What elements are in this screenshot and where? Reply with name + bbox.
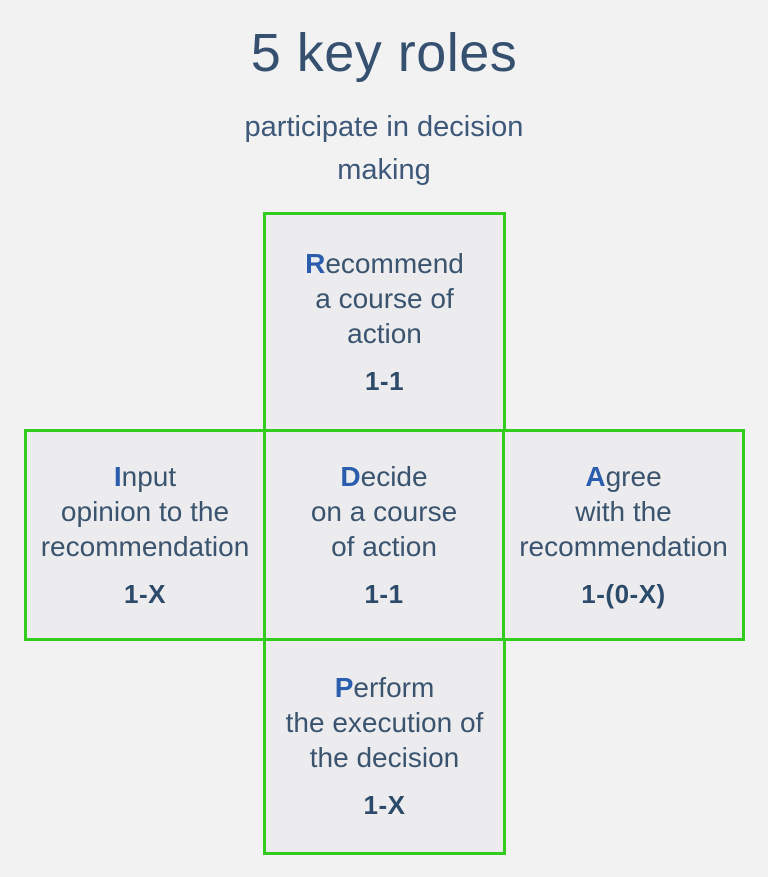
role-name: Perform bbox=[335, 670, 435, 705]
role-name-rest: ecide bbox=[360, 460, 428, 492]
role-line-3: action bbox=[347, 317, 422, 349]
role-line-2: with the bbox=[575, 495, 672, 527]
subtitle-line-1: participate in decision bbox=[244, 111, 524, 143]
role-cell-perform: Perform the execution of the decision 1-… bbox=[263, 638, 506, 855]
role-count: 1-1 bbox=[364, 578, 404, 609]
role-cell-recommend: Recommend a course of action 1-1 bbox=[263, 212, 506, 432]
role-lead-letter: R bbox=[305, 247, 326, 279]
page-title: 5 key roles bbox=[250, 23, 518, 83]
role-count: 1-X bbox=[124, 578, 166, 609]
subtitle-line-2: making bbox=[337, 154, 431, 186]
role-line-3: recommendation bbox=[40, 530, 250, 562]
role-name: Input bbox=[114, 459, 176, 494]
role-count: 1-1 bbox=[364, 365, 405, 396]
role-name-rest: gree bbox=[605, 460, 662, 492]
role-lead-letter: D bbox=[340, 460, 361, 492]
role-line-2: the execution of bbox=[285, 707, 484, 738]
role-line-2: opinion to the bbox=[60, 495, 230, 527]
role-count: 1-(0-X) bbox=[581, 578, 666, 609]
page-subtitle: participate in decision making bbox=[0, 106, 768, 192]
role-lead-letter: A bbox=[585, 460, 606, 492]
role-name-rest: ecommend bbox=[325, 247, 464, 279]
role-cell-decide: Decide on a course of action 1-1 bbox=[263, 429, 505, 641]
role-cell-input: Input opinion to the recommendation 1-X bbox=[24, 429, 266, 641]
role-count: 1-X bbox=[363, 790, 406, 820]
role-name-rest: erform bbox=[353, 672, 435, 703]
role-lead-letter: P bbox=[334, 672, 354, 703]
role-line-3: recommendation bbox=[519, 530, 728, 562]
role-line-2: a course of bbox=[315, 282, 454, 314]
role-lead-letter: I bbox=[113, 460, 122, 492]
role-cell-agree: Agree with the recommendation 1-(0-X) bbox=[502, 429, 745, 641]
role-line-3: the decision bbox=[309, 742, 460, 773]
role-line-2: on a course bbox=[310, 495, 458, 527]
role-name: Decide bbox=[340, 459, 427, 494]
role-line-3: of action bbox=[331, 530, 437, 562]
role-name-rest: nput bbox=[121, 460, 177, 492]
role-name: Agree bbox=[585, 459, 661, 494]
role-name: Recommend bbox=[305, 246, 464, 281]
